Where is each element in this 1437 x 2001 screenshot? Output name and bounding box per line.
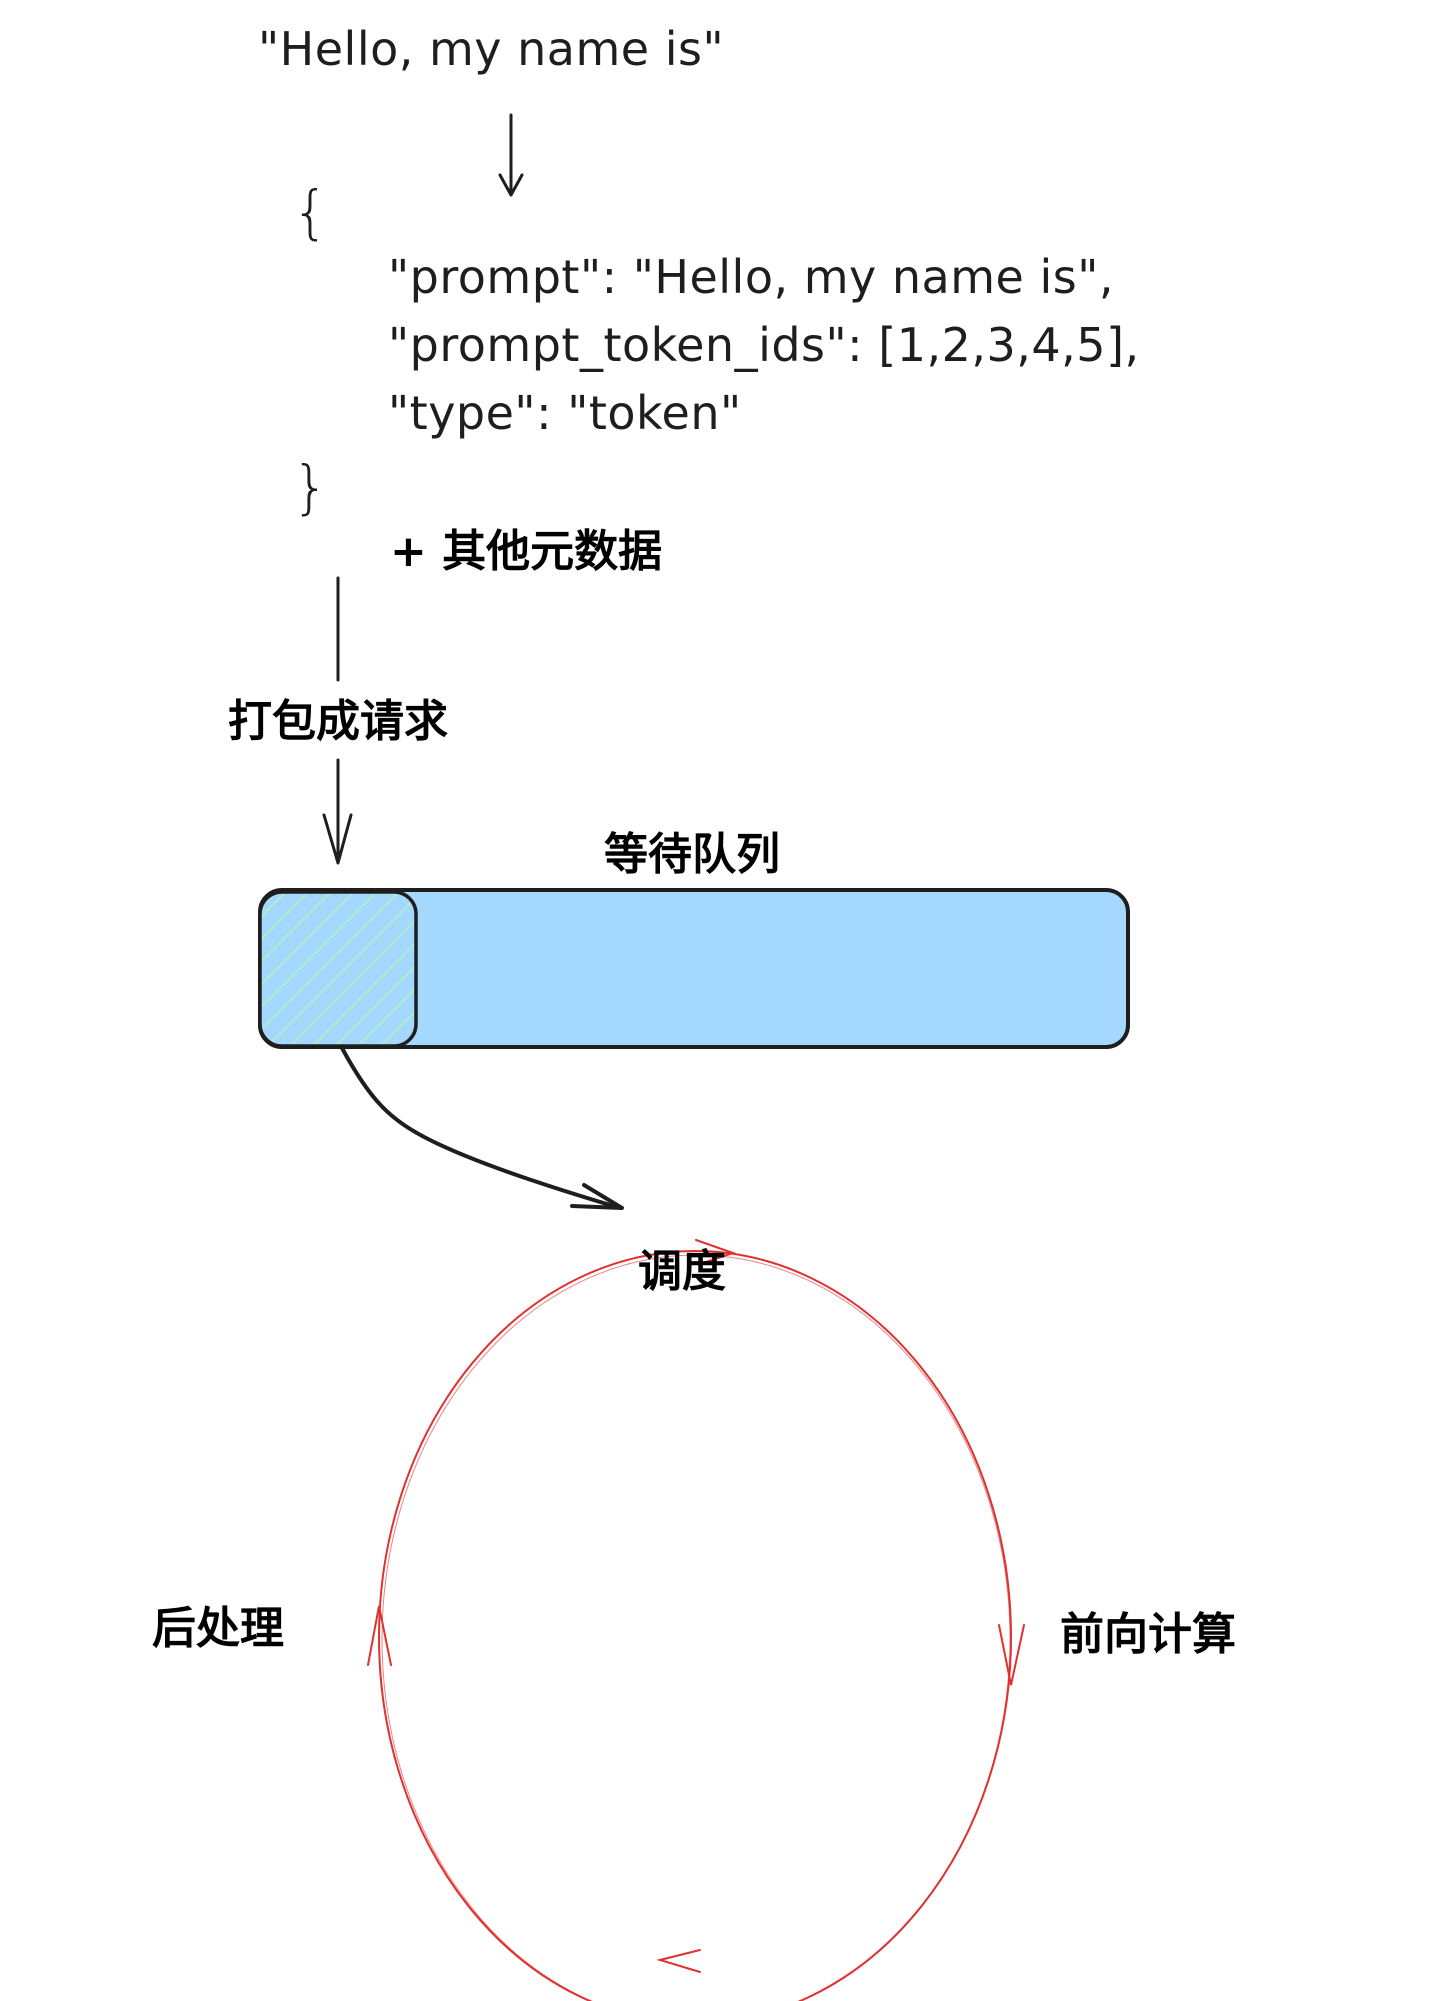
cycle-arrow-down-icon xyxy=(998,1624,1025,1686)
json-close-brace: } xyxy=(292,453,330,521)
arrow-package-icon xyxy=(322,576,353,865)
json-line-token-ids: "prompt_token_ids": [1,2,3,4,5], xyxy=(388,318,1140,372)
cycle-arrow-left-icon xyxy=(656,1949,701,1973)
waiting-queue xyxy=(258,888,1130,1049)
inference-cycle xyxy=(367,1239,1025,2001)
forward-compute-label: 前向计算 xyxy=(1060,1609,1236,1660)
postprocess-label: 后处理 xyxy=(152,1603,284,1654)
cycle-arrow-right-icon xyxy=(695,1239,737,1265)
json-line-prompt: "prompt": "Hello, my name is", xyxy=(388,250,1114,304)
package-request-label: 打包成请求 xyxy=(228,696,448,747)
waiting-queue-label: 等待队列 xyxy=(604,829,780,880)
arrow-dequeue-icon xyxy=(340,1046,624,1210)
schedule-label: 调度 xyxy=(638,1246,726,1297)
cycle-arrow-up-icon xyxy=(367,1605,392,1666)
raw-prompt-text: "Hello, my name is" xyxy=(258,22,725,76)
json-open-brace: { xyxy=(292,178,330,246)
json-line-type: "type": "token" xyxy=(388,386,742,440)
queue-slot-request xyxy=(258,890,418,1048)
extra-metadata-label: + 其他元数据 xyxy=(390,526,663,577)
arrow-down-icon xyxy=(498,113,524,197)
